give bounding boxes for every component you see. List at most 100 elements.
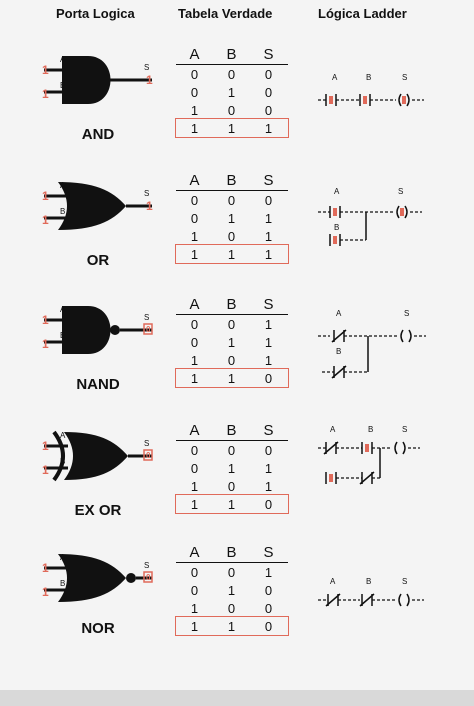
- input-a-value: 1: [42, 63, 49, 77]
- truth-table-cell: 0: [190, 192, 199, 208]
- ladder-diagram: ABS: [318, 309, 426, 379]
- input-b-value: 1: [42, 213, 49, 227]
- truth-table-cell: 0: [264, 84, 273, 100]
- pin-label-a: A: [60, 305, 66, 314]
- truth-table-cell: 0: [227, 564, 236, 580]
- truth-table-cell: 1: [190, 600, 199, 616]
- column-header: B: [226, 544, 237, 561]
- gate-name: OR: [86, 252, 110, 269]
- truth-table-cell: 1: [190, 120, 199, 136]
- truth-table-cell: 1: [227, 210, 236, 226]
- contact-a-no-marker: [329, 474, 333, 482]
- truth-table-cell: 0: [264, 370, 273, 386]
- truth-table-cell: 0: [190, 564, 199, 580]
- contact-a-marker: [333, 208, 337, 216]
- column-header: S: [263, 296, 274, 313]
- column-header: S: [263, 544, 274, 561]
- input-b-value: 1: [42, 463, 49, 477]
- truth-table-row: 0 0 0: [176, 191, 288, 209]
- coil-s-right: [406, 93, 410, 107]
- truth-table-cell: 0: [190, 442, 199, 458]
- truth-table-cell: 1: [190, 246, 199, 262]
- truth-table-cell: 1: [264, 316, 273, 332]
- truth-table-cell: 0: [227, 352, 236, 368]
- gate-body-icon: [64, 432, 128, 480]
- input-b-value: 1: [42, 585, 49, 599]
- pin-label-a: A: [60, 431, 66, 440]
- truth-table-cell: 1: [190, 496, 199, 512]
- truth-table-cell: 1: [190, 228, 199, 244]
- column-header: A: [189, 296, 200, 313]
- contact-b-no-marker: [365, 444, 369, 452]
- output-value-box: [143, 449, 153, 461]
- truth-table-cell: 0: [264, 582, 273, 598]
- pin-label-s: S: [144, 63, 149, 72]
- truth-table-cell: 0: [227, 102, 236, 118]
- gate-name: NOR: [81, 620, 115, 637]
- truth-table-cell: 0: [190, 334, 199, 350]
- output-value: 1: [146, 199, 153, 213]
- ladder-label-a: A: [332, 73, 338, 82]
- column-header: A: [189, 544, 200, 561]
- ladder-label-a: A: [330, 425, 336, 434]
- output-value: 0: [146, 325, 151, 334]
- truth-table-cell: 0: [227, 478, 236, 494]
- input-a-value: 1: [42, 189, 49, 203]
- ladder-column-header: Lógica Ladder: [318, 6, 407, 21]
- output-value-box: [143, 571, 153, 583]
- column-header: S: [263, 46, 274, 63]
- truth-table-cell: 1: [264, 564, 273, 580]
- gate-name: EX OR: [74, 502, 122, 519]
- pin-label-a: A: [60, 55, 66, 64]
- input-a-value: 1: [42, 439, 49, 453]
- xor-input-arc: [52, 430, 65, 482]
- truth-table-cell: 0: [190, 84, 199, 100]
- coil-s-right: [408, 329, 412, 343]
- truth-table-cell: 0: [227, 192, 236, 208]
- truth-table-cell: 1: [227, 246, 236, 262]
- ladder-label-a: A: [334, 187, 340, 196]
- contact-a-marker: [329, 96, 333, 104]
- column-header: A: [189, 172, 200, 189]
- coil-s-right: [404, 205, 408, 219]
- contact-a-slash: [325, 593, 341, 607]
- ladder-diagram: ABS: [318, 187, 422, 246]
- pin-label-s: S: [144, 561, 149, 570]
- ladder-label-a: A: [336, 309, 342, 318]
- contact-b-marker: [363, 96, 367, 104]
- contact-b-nc-slash: [359, 471, 375, 485]
- truth-table-cell: 0: [227, 228, 236, 244]
- truth-table-cell: 1: [190, 618, 199, 634]
- coil-s-left: [394, 441, 398, 455]
- truth-table-cell: 0: [227, 66, 236, 82]
- gate-body-icon: [62, 306, 111, 354]
- truth-table-cell: 1: [264, 120, 273, 136]
- column-header: S: [263, 422, 274, 439]
- truth-table-cell: 0: [264, 496, 273, 512]
- coil-s-marker: [400, 208, 404, 216]
- input-a-value: 1: [42, 561, 49, 575]
- coil-s-right: [406, 593, 410, 607]
- input-a-value: 1: [42, 313, 49, 327]
- coil-s-left: [400, 329, 404, 343]
- truth-table-cell: 0: [264, 192, 273, 208]
- output-value: 1: [146, 73, 153, 87]
- output-value-box: [143, 323, 153, 335]
